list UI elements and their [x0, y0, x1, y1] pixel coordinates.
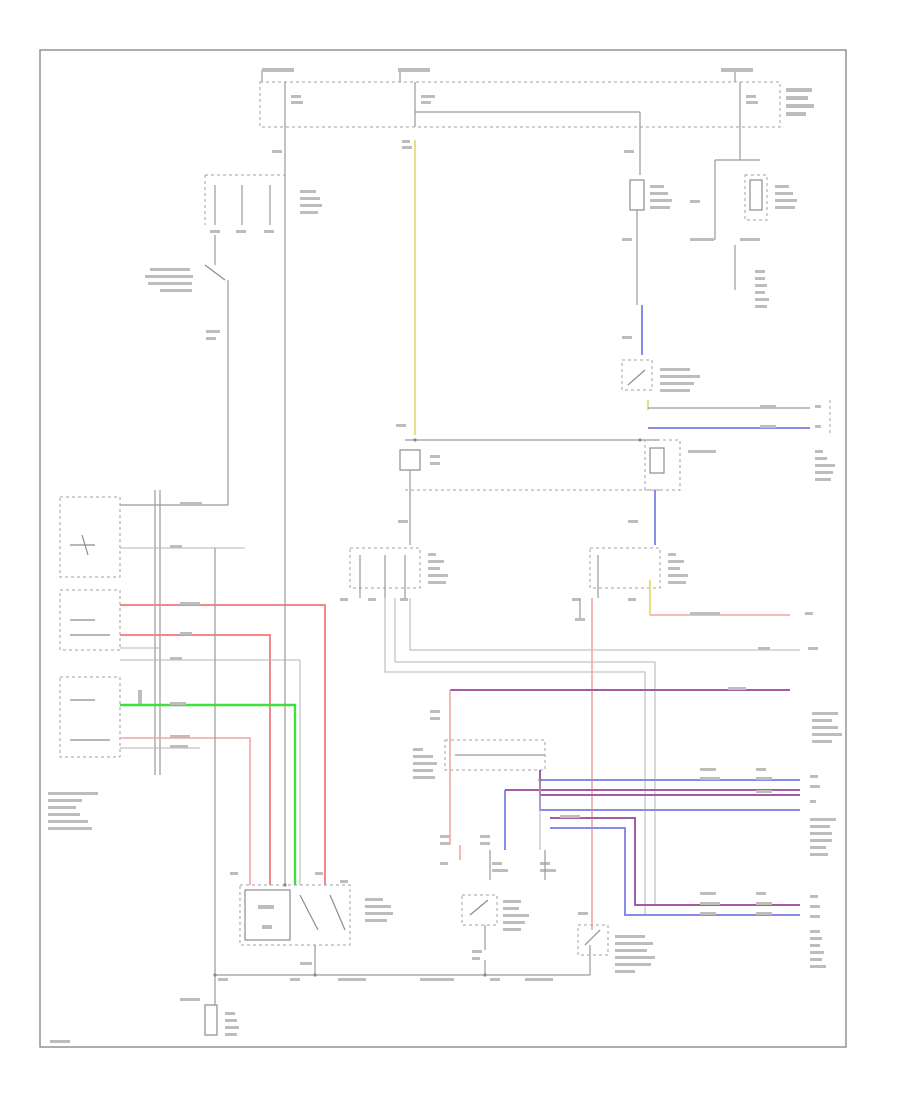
- ground-connector: [180, 975, 239, 1036]
- fuse-1: [284, 82, 303, 127]
- relay-lower-left: [340, 547, 448, 601]
- relay-right-1: [629, 179, 672, 211]
- wire-red-2: [120, 634, 271, 885]
- relay-right-mid: [644, 439, 835, 491]
- switch-right-mid: [621, 359, 700, 392]
- switch-group-top-left: [204, 170, 322, 233]
- switch-lower-right: [577, 912, 655, 973]
- middle-relay: [396, 424, 440, 471]
- wire-red-3: [120, 737, 251, 885]
- main-switch-bottom: [230, 872, 393, 946]
- relay-right-2: [744, 174, 797, 221]
- wire-green: [120, 703, 297, 885]
- switch-lower-center: [461, 894, 529, 960]
- switch-left-upper: [145, 235, 229, 340]
- transmission-control-assembly: [48, 490, 161, 830]
- diagram-frame: [39, 49, 847, 1048]
- center-module: [413, 739, 546, 779]
- fuse-box: [259, 68, 814, 128]
- fuse-3: [739, 82, 758, 127]
- fuse-2: [414, 82, 435, 127]
- relay-lower-right: [572, 547, 688, 615]
